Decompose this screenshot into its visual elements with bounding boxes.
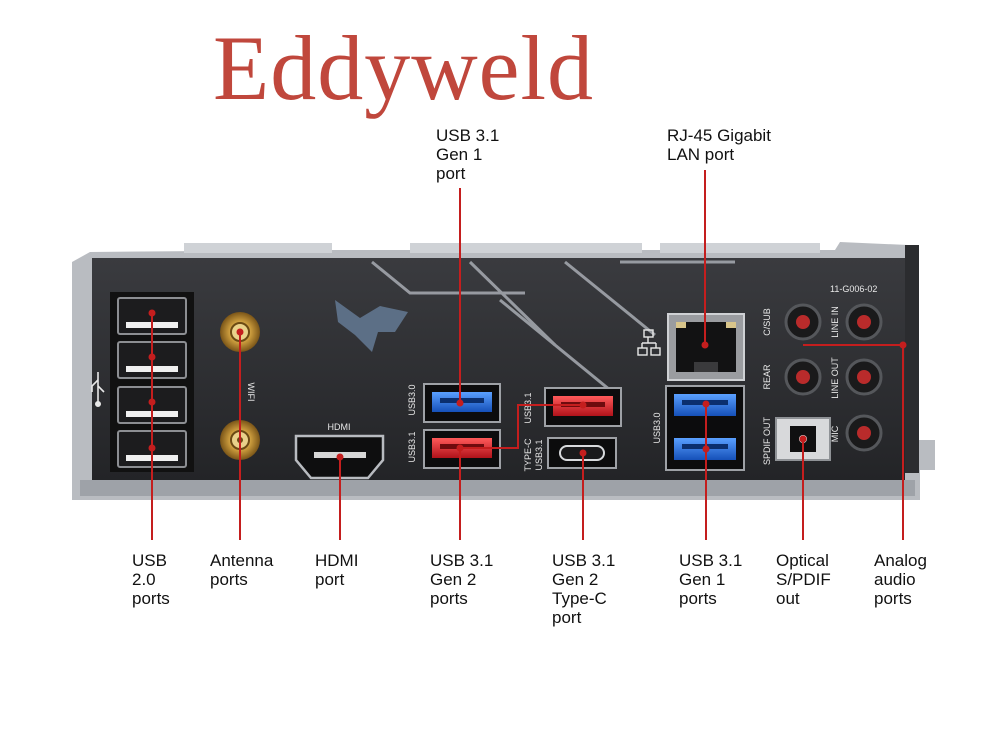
label-rj45: RJ-45 Gigabit LAN port [667,126,771,164]
usb31-typec-text: USB3.1 [534,439,544,470]
csub-text: C/SUB [762,308,772,336]
line-out-text: LINE OUT [830,357,840,399]
usb20-port-stack [110,292,194,472]
usb30-right-text: USB3.0 [652,412,662,443]
network-icon [637,329,661,356]
wifi-text: WIFI [246,383,256,402]
usb30-left-text: USB3.0 [407,384,417,415]
panel-silkscreen: 11-G006-02 WIFI HDMI USB3.0 USB3.1 USB3.… [246,284,877,472]
label-optical-spdif: Optical S/PDIF out [776,551,831,608]
plate-decor-lines [371,260,735,392]
spdif-out-text: SPDIF OUT [762,417,772,466]
typec-silk-text: TYPE-C [523,438,533,472]
callout-usb31-gen2 [459,404,583,540]
hdmi-silk-text: HDMI [328,422,351,432]
label-usb31-gen2: USB 3.1 Gen 2 ports [430,551,494,608]
callout-lines [148,170,907,540]
rear-text: REAR [762,364,772,390]
line-in-text: LINE IN [830,306,840,338]
label-antenna: Antenna ports [210,551,274,589]
usb31-middle-text: USB3.1 [523,392,533,423]
eagle-logo-icon [335,300,408,352]
label-usb31-gen2-typec: USB 3.1 Gen 2 Type-C port [552,551,616,627]
usb31-left-text: USB3.1 [407,431,417,462]
audio-jacks [784,303,883,452]
watermark-text: Eddyweld [213,17,595,119]
label-hdmi: HDMI port [315,551,359,589]
label-usb31-gen1-top: USB 3.1 Gen 1 port [436,126,500,183]
label-usb31-gen1-bottom: USB 3.1 Gen 1 ports [679,551,743,608]
usb-trident-icon [91,372,105,407]
label-usb20: USB 2.0 ports [132,551,170,608]
part-number-text: 11-G006-02 [830,284,877,294]
mic-text: MIC [830,425,840,442]
label-analog-audio: Analog audio ports [874,551,927,608]
